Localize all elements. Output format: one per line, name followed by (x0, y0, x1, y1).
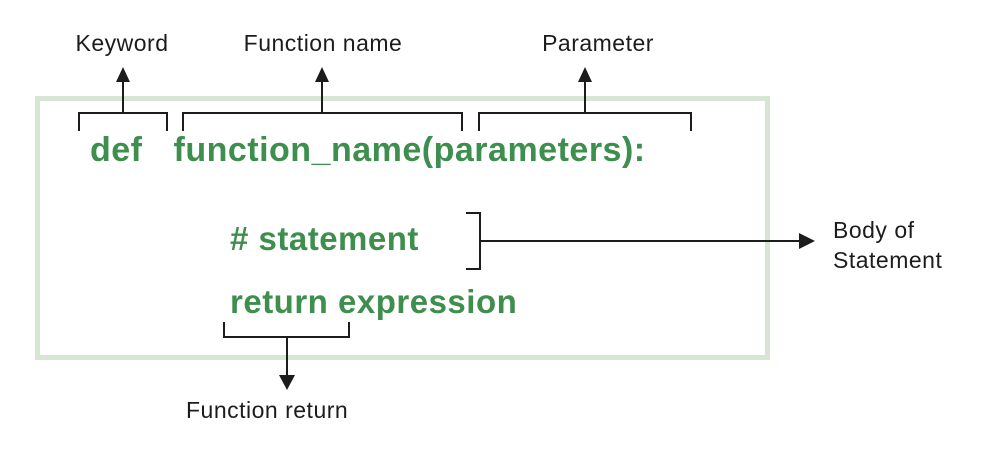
code-box-outline (35, 96, 770, 360)
code-signature: function_name(parameters): (173, 131, 646, 169)
keyword-arrow-line (122, 80, 124, 113)
function-name-arrow-icon (315, 67, 329, 82)
label-body-line1: Body of (833, 217, 915, 243)
parameter-arrow-icon (578, 67, 592, 82)
label-body-line2: Statement (833, 247, 943, 273)
return-bracket (223, 322, 350, 338)
code-def-keyword: def (90, 131, 143, 169)
parameter-bracket (478, 112, 692, 131)
statement-bracket (466, 212, 481, 270)
label-body-of-statement: Body of Statement (833, 215, 942, 275)
label-keyword: Keyword (75, 30, 169, 56)
code-return-expression: return expression (230, 283, 518, 320)
code-statement: # statement (230, 220, 419, 257)
keyword-bracket (78, 112, 168, 131)
function-return-arrow-icon (279, 375, 295, 390)
keyword-arrow-icon (116, 67, 130, 82)
label-function-name: Function name (243, 30, 403, 56)
function-name-bracket (182, 112, 463, 131)
function-name-arrow-line (321, 80, 323, 113)
code-signature-line: def function_name(parameters): (90, 131, 646, 170)
function-return-arrow-line (286, 338, 288, 376)
label-function-return: Function return (186, 397, 349, 423)
parameter-arrow-line (584, 80, 586, 113)
body-arrow-line (481, 240, 800, 242)
label-parameter: Parameter (542, 30, 654, 56)
body-arrow-icon (799, 233, 815, 249)
